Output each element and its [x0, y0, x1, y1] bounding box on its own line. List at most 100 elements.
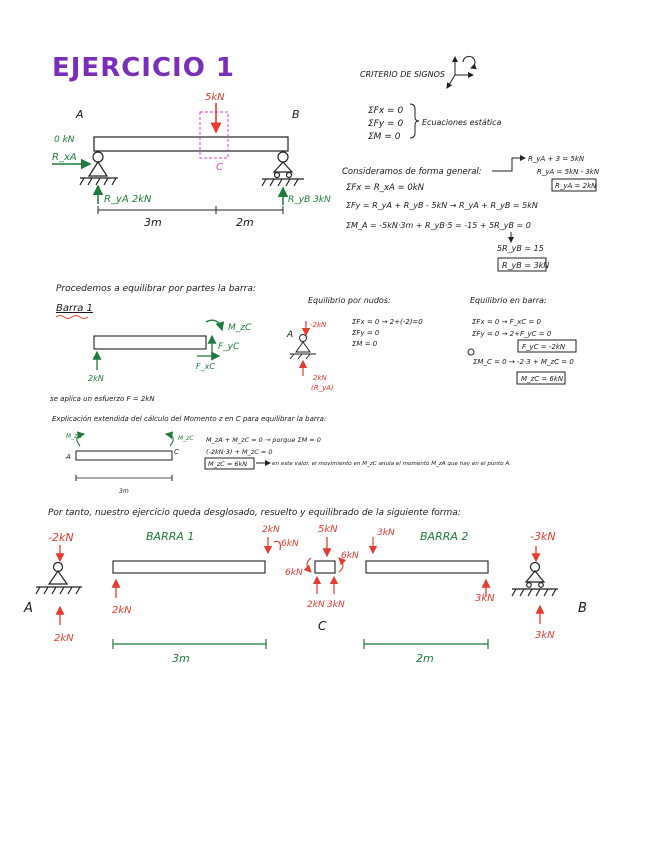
explanation-heading: Explicación extendida del cálculo del Mo…	[52, 415, 326, 423]
general-form-arrow	[492, 155, 526, 172]
sign-criteria-label: CRITERIO DE SIGNOS	[360, 70, 445, 79]
final-label-b: B	[578, 601, 587, 616]
roller-support-b	[261, 151, 304, 187]
final-support-b	[511, 561, 558, 597]
barra1-bottom-force: 2kN	[88, 374, 104, 383]
dim-right: 2m	[236, 216, 254, 229]
final-node-c	[314, 560, 336, 574]
sign-criteria-axes-icon	[446, 55, 477, 89]
dim-left: 3m	[144, 216, 162, 229]
final-right-under-bar: 3kN	[475, 593, 495, 604]
pin-support-a	[79, 151, 118, 186]
page-title: EJERCICIO 1	[52, 53, 235, 83]
final-left-top: -2kN	[48, 531, 74, 544]
final-text: Por tanto, nuestro ejercicio queda desgl…	[48, 508, 461, 518]
label-a: A	[75, 108, 84, 121]
node-force: -2kN	[310, 321, 327, 329]
general-eq-2: ΣFy = R_yA + R_yB - 5kN → R_yA + R_yB = …	[346, 201, 538, 210]
rya-result-box	[551, 178, 597, 192]
barra1-label: Barra 1	[56, 303, 93, 314]
general-eq-3: ΣM_A = -5kN·3m + R_yB·5 = -15 + 5R_yB = …	[346, 221, 531, 230]
final-left-bottom: 2kN	[54, 633, 74, 644]
mzc-arrow	[164, 431, 174, 447]
barra1-moment-label: M_zC	[228, 323, 252, 333]
final-left-under-bar: 2kN	[112, 605, 132, 616]
general-eq-1: ΣFx = R_xA = 0kN	[346, 183, 425, 193]
rya-result: R_yA = 2kN	[555, 182, 597, 190]
final-c-top-left: 2kN	[262, 525, 280, 535]
statics-eq-1: ΣFx = 0	[368, 106, 403, 116]
bar-eq-heading: Equilibrio en barra:	[470, 296, 547, 305]
rya-step-2: R_yA = 5kN - 3kN	[537, 168, 600, 176]
final-diagram: -2kN A 2kN BARRA 1 2kN 2kN 6kN 5kN 3kN 6…	[23, 524, 587, 665]
rya-step-1: R_yA + 3 = 5kN	[528, 155, 585, 163]
mza-label: M_zA	[66, 433, 81, 440]
final-barra1-label: BARRA 1	[146, 530, 194, 543]
node-reaction-name: (R_yA)	[311, 384, 334, 392]
statics-eq-2: ΣFy = 0	[368, 119, 403, 129]
node-support-icon	[289, 334, 316, 360]
node-reaction: 2kN	[313, 374, 328, 382]
final-c-moment-left-top: 6kN	[281, 539, 299, 549]
final-barra2	[365, 560, 489, 574]
final-right-bottom: 3kN	[535, 630, 555, 641]
final-support-a	[35, 561, 82, 595]
barra1-applied-note: se aplica un esfuerzo F = 2kN	[50, 395, 155, 403]
explanation-box-text: M_zC = 6kN	[208, 460, 247, 468]
statics-brace	[409, 103, 420, 139]
proceed-text: Procedemos a equilibrar por partes la ba…	[56, 284, 256, 294]
statics-eq-3: ΣM = 0	[368, 132, 401, 142]
reaction-vb-label: R_yB 3kN	[288, 195, 331, 205]
mzc-label: M_zC	[178, 435, 194, 442]
general-form-heading: Consideramos de forma general:	[342, 167, 482, 177]
final-dim-left: 3m	[172, 652, 190, 665]
point-c-label: C	[216, 162, 223, 173]
explanation-eq-1: M_zA + M_zC = 0 → porque ΣM = 0	[206, 436, 321, 444]
node-a-label: A	[286, 330, 293, 340]
reaction-ha-value: 0 kN	[54, 135, 75, 145]
reaction-va-label: R_yA 2kN	[104, 194, 152, 205]
explanation-dim: 3m	[119, 488, 129, 495]
barra1-moment-arrow	[205, 319, 225, 332]
final-label-a: A	[23, 601, 33, 616]
node-eq-1: ΣFx = 0 → 2+(-2)=0	[352, 318, 423, 326]
final-c-moment-left	[303, 557, 312, 573]
final-dim-right: 2m	[416, 652, 434, 665]
explanation-bar	[75, 450, 173, 461]
label-b: B	[292, 108, 300, 121]
main-beam-diagram: 5kN C A B 0 kN R_xA R_yA 2kN R_yB 3kN	[52, 92, 331, 229]
fyc-result: F_yC = -2kN	[522, 343, 566, 351]
mzc-result: M_zC = 6kN	[521, 375, 564, 383]
ryb-step: 5R_yB = 15	[497, 244, 544, 253]
final-c-bottom-left: 2kN	[307, 600, 325, 610]
final-c-moment-right	[338, 557, 347, 573]
bar-eq-1: ΣFx = 0 → F_xC = 0	[472, 318, 542, 326]
final-c-moment-left-label: 6kN	[285, 568, 303, 578]
ryb-result-box	[497, 257, 547, 272]
final-c-top-right: 3kN	[377, 528, 395, 538]
statics-label: Ecuaciones estática	[422, 118, 502, 127]
barra1-fyc-label: F_yC	[218, 342, 240, 352]
mza-arrow	[76, 431, 86, 447]
fyc-result-box	[517, 339, 577, 353]
explanation-box	[204, 457, 255, 470]
barra1-bar	[93, 335, 207, 350]
final-label-c: C	[318, 619, 327, 633]
moment-eq: ΣM_C = 0 → -2·3 + M_zC = 0	[473, 358, 574, 366]
mzc-result-box	[516, 371, 566, 385]
final-c-moment-right-label: 6kN	[341, 551, 359, 561]
node-eq-3: ΣM = 0	[352, 340, 378, 348]
final-barra1	[112, 560, 266, 574]
explanation-note: en este valor, el movimiento en M_zC anu…	[272, 461, 511, 467]
main-beam	[93, 136, 289, 152]
explanation-c: C	[174, 448, 179, 456]
final-c-load: 5kN	[318, 524, 338, 535]
node-eq-2: ΣFy = 0	[352, 329, 380, 337]
nodes-heading: Equilibrio por nudos:	[308, 296, 391, 305]
final-c-bottom-right: 3kN	[327, 600, 345, 610]
final-barra2-label: BARRA 2	[420, 530, 468, 543]
barra1-fxc-label: F_xC	[196, 362, 215, 371]
explanation-eq-2: (-2kN·3) + M_zC = 0	[206, 448, 272, 456]
explanation-a: A	[65, 453, 71, 461]
